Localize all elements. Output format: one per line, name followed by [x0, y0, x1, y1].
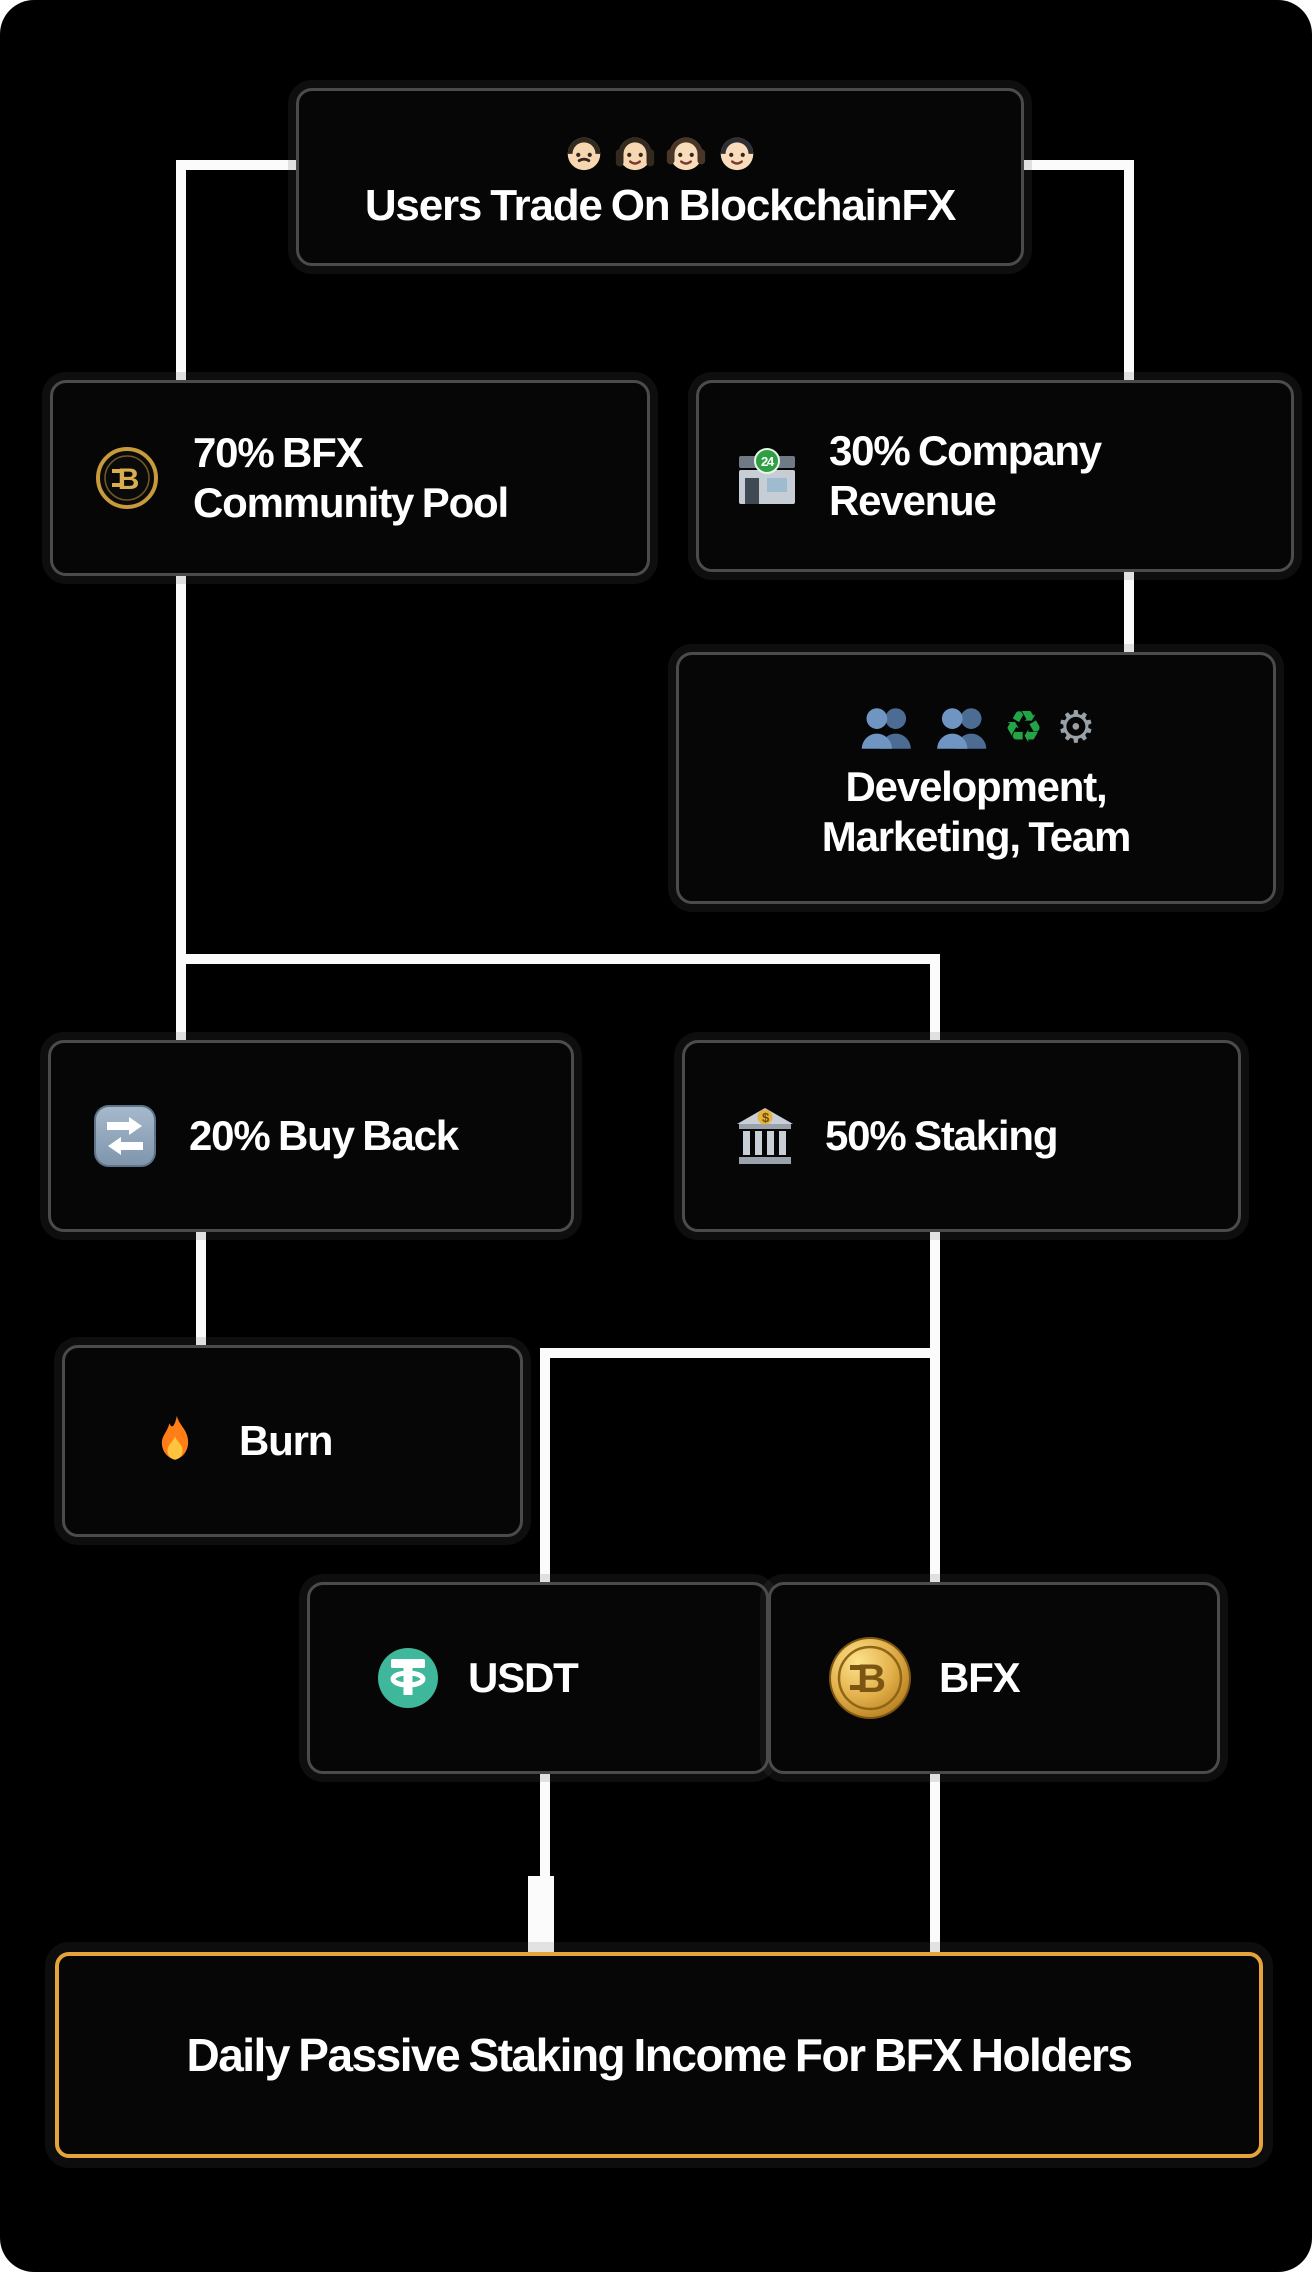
node-users-trade: Users Trade On BlockchainFX: [296, 88, 1024, 266]
connector-line: [1010, 160, 1134, 170]
node-development-marketing-team: ♻ ⚙ Development, Marketing, Team: [676, 652, 1276, 904]
connector-line: [930, 1764, 940, 1956]
svg-text:24: 24: [761, 454, 775, 469]
bfx-gold-coin-icon: B: [829, 1637, 911, 1719]
girl-face-icon: [666, 137, 705, 171]
connector-line: [1124, 560, 1134, 656]
node-company-revenue: 24 30% Company Revenue: [696, 380, 1294, 572]
node-daily-passive-income: Daily Passive Staking Income For BFX Hol…: [55, 1952, 1263, 2158]
repeat-arrows-icon: [94, 1105, 156, 1167]
connector-line: [196, 1222, 206, 1350]
development-icons: ♻ ⚙: [858, 704, 1095, 752]
node-label: USDT: [468, 1654, 579, 1702]
node-label: 70% BFX Community Pool: [193, 429, 509, 526]
node-label: Development, Marketing, Team: [821, 763, 1132, 860]
connector-line: [930, 954, 940, 1046]
node-label: Daily Passive Staking Income For BFX Hol…: [186, 2028, 1133, 2081]
bank-icon: $: [737, 1108, 793, 1164]
connector-line: [930, 1222, 940, 1588]
node-usdt: USDT: [307, 1582, 769, 1774]
svg-text:B: B: [118, 463, 139, 496]
store-24-icon: 24: [739, 448, 795, 504]
connector-line: [540, 1348, 550, 1588]
connector-line: [1124, 160, 1134, 386]
recycle-icon: ♻: [1003, 702, 1043, 754]
connector-line: [528, 1876, 554, 1956]
node-label: Burn: [239, 1417, 333, 1465]
node-community-pool: B 70% BFX Community Pool: [50, 380, 650, 576]
bfx-coin-outline-icon: B: [96, 447, 158, 509]
connector-line: [176, 160, 302, 170]
node-buy-back: 20% Buy Back: [48, 1040, 574, 1232]
gear-icon: ⚙: [1056, 702, 1095, 754]
node-staking: $ 50% Staking: [682, 1040, 1241, 1232]
family-faces-icons: [561, 128, 760, 174]
svg-text:B: B: [857, 1657, 885, 1701]
team-busts-icon: [861, 708, 986, 750]
connector-line: [540, 1348, 940, 1358]
node-burn: Burn: [62, 1345, 523, 1537]
node-label: 20% Buy Back: [189, 1112, 459, 1160]
fire-icon: [161, 1415, 189, 1460]
node-label: Users Trade On BlockchainFX: [364, 181, 956, 231]
connector-line: [176, 566, 186, 1046]
node-label: BFX: [939, 1654, 1021, 1702]
connector-line: [176, 954, 940, 964]
man-face-icon: [567, 137, 600, 171]
boy-face-icon: [720, 137, 753, 171]
node-label: 50% Staking: [825, 1112, 1059, 1160]
node-bfx: B BFX: [768, 1582, 1220, 1774]
woman-face-icon: [615, 137, 654, 171]
connector-line: [540, 1764, 550, 1884]
usdt-coin-icon: [378, 1648, 438, 1708]
svg-text:$: $: [762, 1110, 770, 1125]
connector-line: [176, 160, 186, 386]
node-label: 30% Company Revenue: [829, 427, 1102, 524]
